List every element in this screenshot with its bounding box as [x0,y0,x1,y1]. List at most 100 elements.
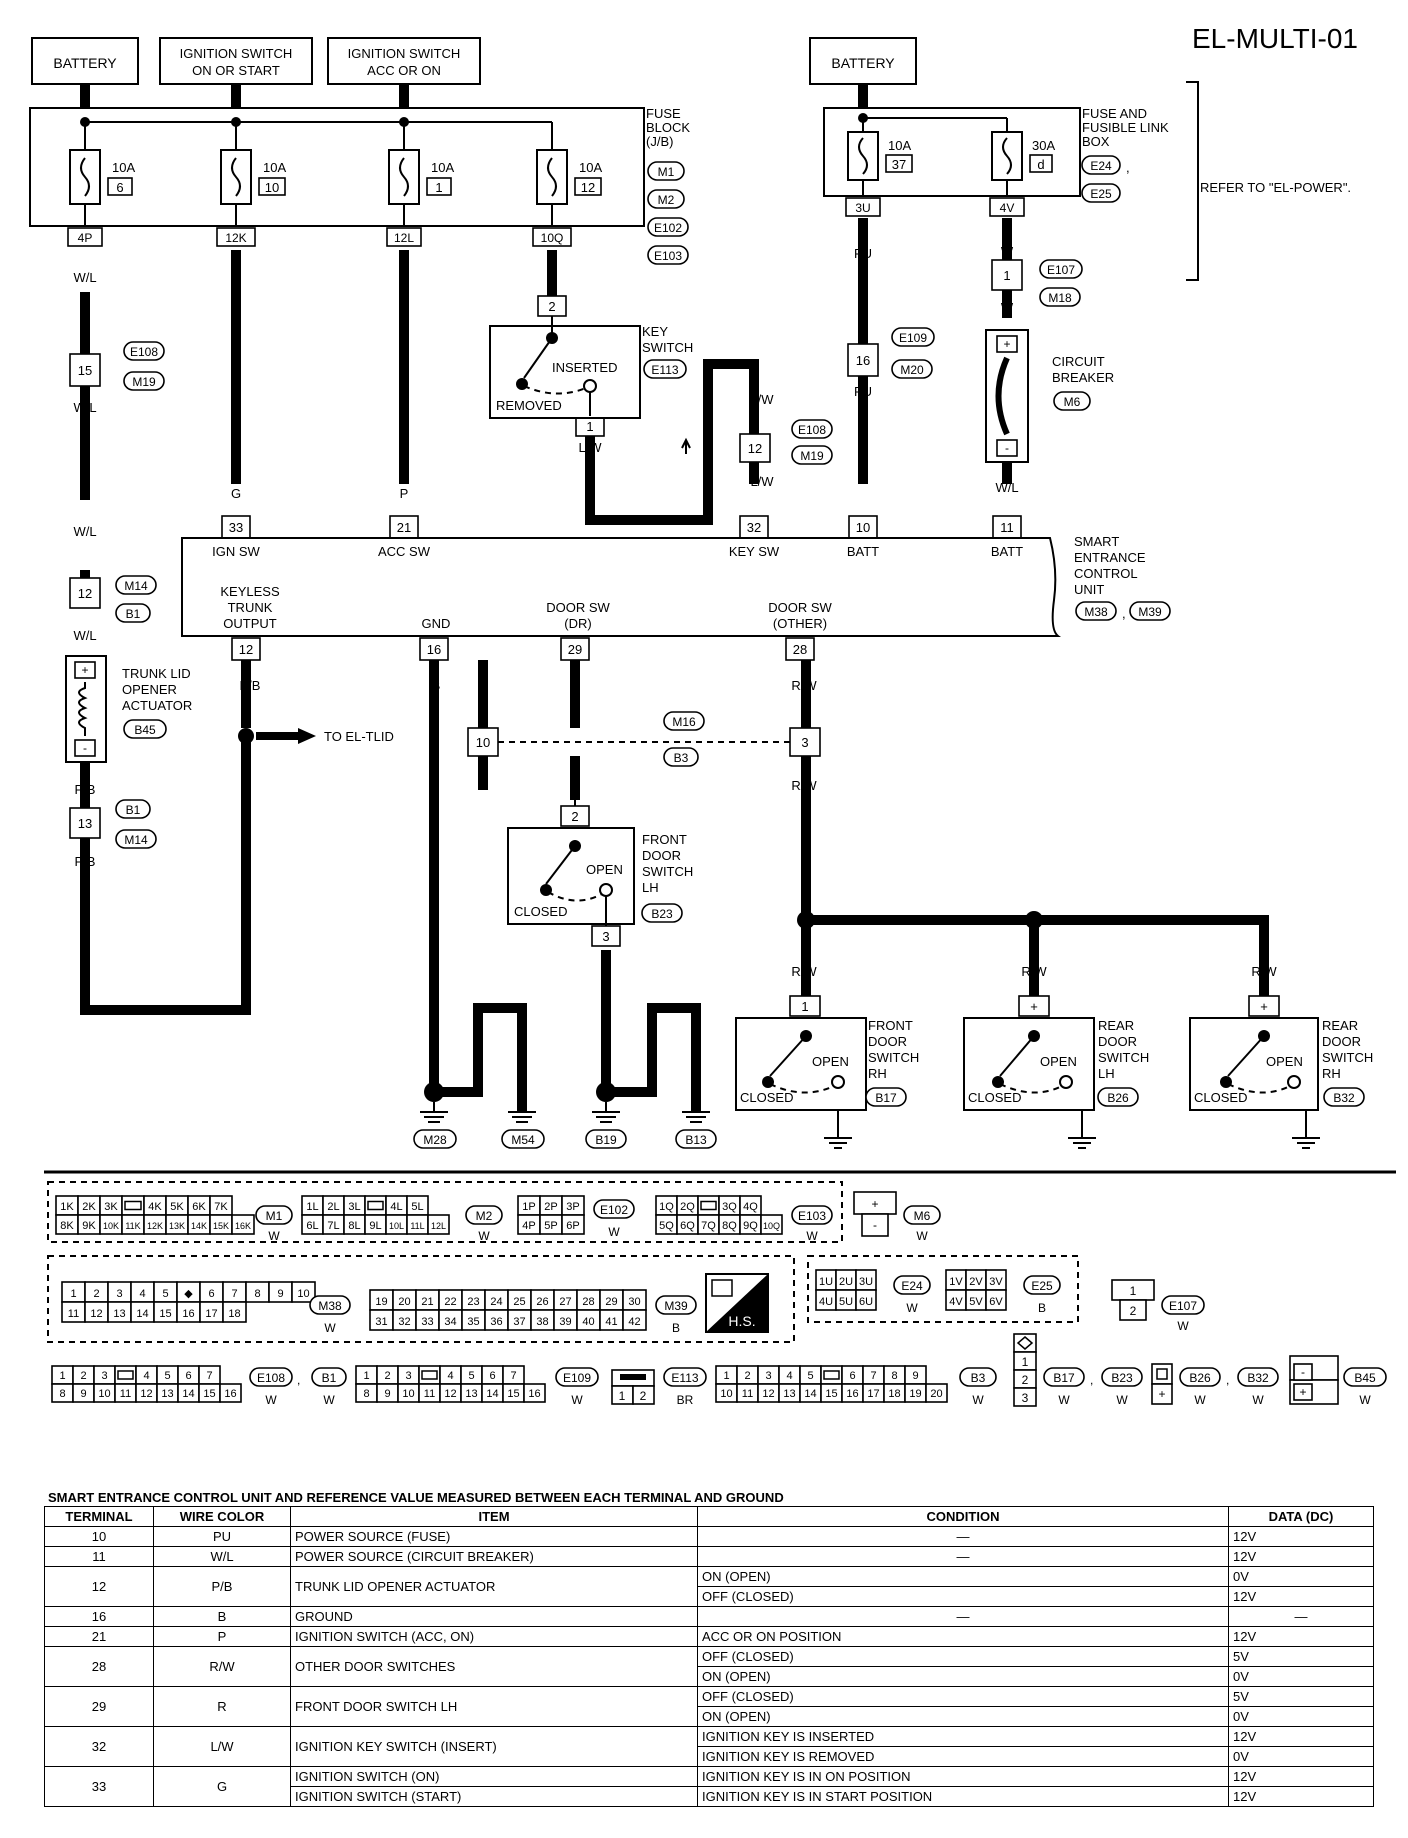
m6-tag [1053,391,1091,411]
svg-text:KEY SW: KEY SW [729,544,780,559]
svg-text:B3: B3 [674,751,689,765]
connector-view-m6: + - M6 W [853,1191,941,1243]
connector-cell [523,1383,546,1403]
connector-pin-label: 2V [969,1276,983,1288]
connector-pin-label: 9 [912,1370,918,1382]
svg-text:12: 12 [239,642,253,657]
svg-text:W: W [1252,1393,1264,1407]
svg-text:10A: 10A [263,160,286,175]
connector-cell [855,1289,877,1311]
svg-text:IGN SW: IGN SW [212,544,260,559]
connector-pin-label: 3P [566,1201,579,1213]
connector-cell [561,1214,585,1235]
svg-text:M18: M18 [1048,291,1072,305]
connector-pin-label: 5P [544,1220,557,1232]
e113-tag [643,359,687,379]
connector-pin-label: 3Q [722,1201,737,1213]
svg-text:1: 1 [619,1389,626,1403]
connector-view-e113: 1 2 [611,1369,655,1405]
connector-pin-label: 10L [389,1221,404,1231]
ign-on-start-box [159,37,313,85]
connector-lock-tab [367,1200,384,1211]
svg-text:E113: E113 [671,1371,698,1385]
svg-text:W: W [1001,300,1014,315]
connector-pin-label: 8 [891,1370,897,1382]
svg-text:M2: M2 [476,1209,493,1223]
connector-pin-label: 2 [744,1370,750,1382]
cell-terminal: 33 [44,1766,154,1807]
svg-text:1: 1 [1003,268,1010,283]
svg-text:R: R [547,270,556,285]
connector-pin-label: 4L [390,1201,402,1213]
cell-terminal: 21 [44,1626,154,1647]
cell-item: POWER SOURCE (FUSE) [290,1526,698,1547]
connector-pin-label: 10 [720,1388,732,1400]
svg-text:-: - [1005,441,1009,455]
connector-pin-label: 5 [807,1370,813,1382]
svg-text:E24: E24 [901,1279,923,1293]
front-door-lh-label-2: DOOR [642,848,681,863]
connector-pin-label: 15 [203,1388,215,1400]
connector-pin-label: 7 [870,1370,876,1382]
front-door-rh-label-3: SWITCH [868,1050,919,1065]
svg-text:E107: E107 [1169,1299,1197,1313]
connector-view-labels-row2: M38 W M39 B [309,1295,697,1335]
cell-data-dc: 0V [1228,1746,1374,1767]
connector-pin-label: 6L [306,1220,318,1232]
cell-condition: IGNITION KEY IS IN ON POSITION [697,1766,1229,1787]
cell-data-dc: 5V [1228,1686,1374,1707]
svg-text:+: + [1260,999,1268,1014]
connector-pin-label: 1 [363,1370,369,1382]
connector-pin-label: 13K [169,1221,185,1231]
cell-wire-color: PU [153,1526,291,1547]
svg-text:E108: E108 [130,345,158,359]
svg-text:W: W [916,1229,928,1243]
svg-text:B45: B45 [134,723,156,737]
svg-text:W: W [323,1393,335,1407]
front-door-lh-label-4: LH [642,880,659,895]
connector-pin-label: 20 [930,1388,942,1400]
connector-view-e107: 1 2 E107 W [1111,1279,1205,1333]
svg-text:L/W: L/W [750,474,774,489]
svg-text:P/B: P/B [240,678,261,693]
svg-text:M39: M39 [1138,605,1162,619]
connector-pin-label: 7L [327,1220,339,1232]
connector-pin-label: 6Q [680,1220,695,1232]
connector-pin-label: 3L [348,1201,360,1213]
connector-pin-label: 4 [786,1370,792,1382]
connector-pin-label: 4U [819,1296,833,1308]
svg-text:10A: 10A [888,138,911,153]
connector-pin-label: 9K [82,1220,96,1232]
svg-text:B32: B32 [1247,1371,1269,1385]
svg-text:PU: PU [854,246,872,261]
connector-pin-label: 14 [182,1388,194,1400]
svg-text:6: 6 [116,180,123,195]
svg-text:W/L: W/L [73,628,96,643]
svg-text:B: B [474,1048,483,1063]
trunk-lid-label-2: OPENER [122,682,177,697]
connector-pin-label: 36 [490,1316,502,1328]
connector-pin-label: 3K [104,1201,118,1213]
connector-pin-label: 11K [125,1221,140,1231]
b23-tag [641,903,683,923]
connector-pin-label: 10 [297,1288,309,1300]
connector-pin-label: 17 [867,1388,879,1400]
connector-pin-label: 5K [170,1201,184,1213]
svg-text:E103: E103 [654,249,682,263]
svg-text:4V: 4V [1000,201,1015,215]
svg-text:BATT: BATT [991,544,1023,559]
m38-tag [1075,601,1117,621]
svg-text:B3: B3 [971,1371,986,1385]
connector-pin-label: 34 [444,1316,456,1328]
svg-text:28: 28 [793,642,807,657]
svg-text:KEYLESS: KEYLESS [220,584,280,599]
connector-pin-label: 10K [103,1221,119,1231]
connector-pin-label: 7Q [701,1220,716,1232]
svg-text:12L: 12L [394,231,414,245]
svg-text:+: + [1003,337,1010,351]
